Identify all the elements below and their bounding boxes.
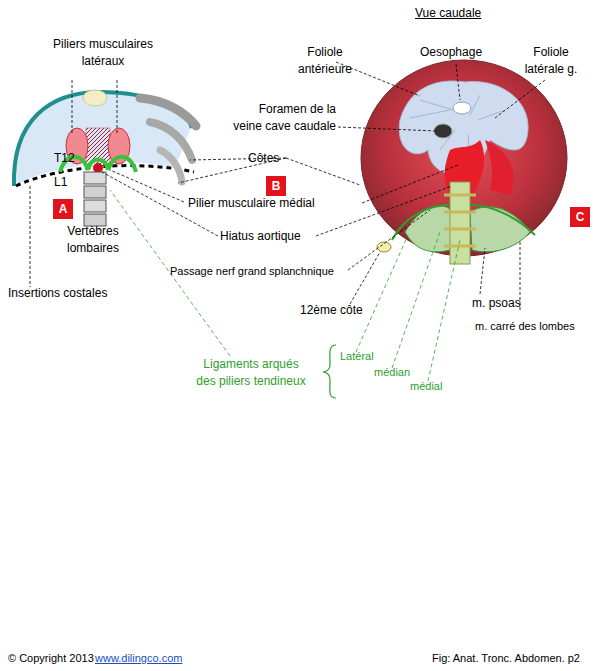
psoas [470, 207, 530, 252]
part-label: Ligaments arqués des piliers tendineux [176, 356, 326, 390]
vertebral-processes [444, 195, 476, 246]
part-label: Vue caudale [415, 5, 481, 22]
part-label: Vertèbres lombaires [58, 223, 128, 257]
part-label: Hiatus aortique [220, 228, 301, 245]
part-label: Foliole antérieure [290, 44, 360, 78]
sternum [83, 90, 107, 106]
part-label: Fig: Anat. Tronc. Abdomen. p2 [432, 650, 580, 667]
rib [160, 150, 182, 182]
part-label: Foliole latérale g. [514, 44, 588, 78]
part-label: m. carré des lombes [475, 318, 575, 335]
vertebra [84, 200, 106, 212]
part-label: Pilier musculaire médial [188, 195, 315, 212]
callout-letter: A [59, 202, 68, 216]
brace [323, 345, 336, 398]
part-label: médian [374, 364, 410, 381]
part-label: 12ème côte [300, 302, 363, 319]
part-label: Piliers musculaires latéraux [38, 36, 168, 70]
costal-insertion-line [16, 166, 194, 186]
twelfth-rib [377, 242, 391, 252]
part-label: Foramen de la veine cave caudale [206, 101, 336, 135]
part-label: Insertions costales [8, 285, 107, 302]
callout-box: C [570, 207, 590, 227]
caval-foramen [434, 124, 452, 138]
leader-lines [30, 62, 545, 310]
vertebra [84, 186, 106, 198]
callout-letter: C [576, 210, 585, 224]
part-label: Latéral [340, 348, 374, 365]
part-label: Passage nerf grand splanchnique [170, 263, 334, 280]
part-label: Oesophage [420, 44, 482, 61]
part-label: L1 [54, 174, 67, 191]
part-label: Côtes [248, 150, 279, 167]
ligament-leaders [110, 190, 460, 381]
callout-box: A [53, 199, 73, 219]
medial-crura [485, 140, 514, 195]
callout-box: B [266, 176, 286, 196]
esophagus-hiatus [453, 102, 471, 114]
part-label: © Copyright 2013 [8, 650, 94, 667]
part-label: médial [410, 378, 442, 395]
part-label: www.dilingco.com [95, 650, 182, 667]
vertebra [84, 172, 106, 184]
part-label: T12 [54, 150, 75, 167]
callout-letter: B [272, 179, 281, 193]
part-label: m. psoas [472, 295, 521, 312]
